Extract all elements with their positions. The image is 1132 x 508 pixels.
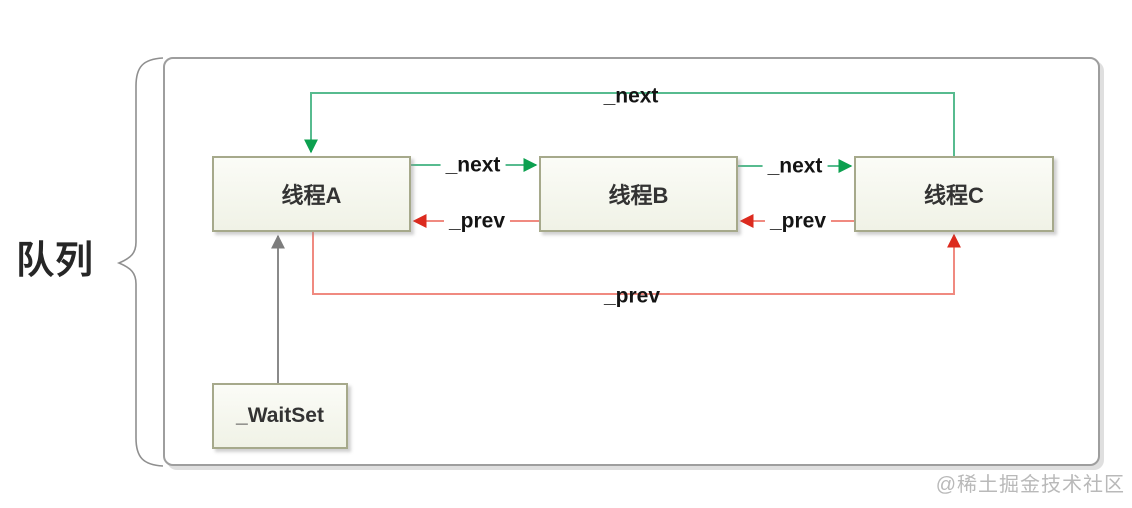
edge-label-next-top: _next bbox=[603, 84, 659, 108]
queue-brace-icon bbox=[116, 57, 164, 467]
edge-label-prev-b-a: _prev bbox=[443, 209, 511, 233]
edge-label-next-b-c: _next bbox=[762, 154, 828, 178]
node-thread-b: 线程B bbox=[539, 156, 738, 232]
node-thread-c-label: 线程C bbox=[924, 183, 984, 208]
node-waitset: _WaitSet bbox=[212, 383, 348, 449]
edge-label-prev-c-b: _prev bbox=[764, 209, 832, 233]
node-thread-a: 线程A bbox=[212, 156, 411, 232]
node-thread-b-label: 线程B bbox=[608, 183, 669, 208]
node-thread-c: 线程C bbox=[854, 156, 1054, 232]
edge-label-prev-bottom: _prev bbox=[603, 284, 661, 308]
queue-label: 队列 bbox=[16, 240, 95, 282]
node-thread-a-label: 线程A bbox=[281, 183, 342, 208]
edge-label-next-a-b: _next bbox=[440, 153, 506, 177]
watermark: @稀土掘金技术社区 bbox=[935, 474, 1125, 496]
node-waitset-label: _WaitSet bbox=[236, 404, 324, 427]
